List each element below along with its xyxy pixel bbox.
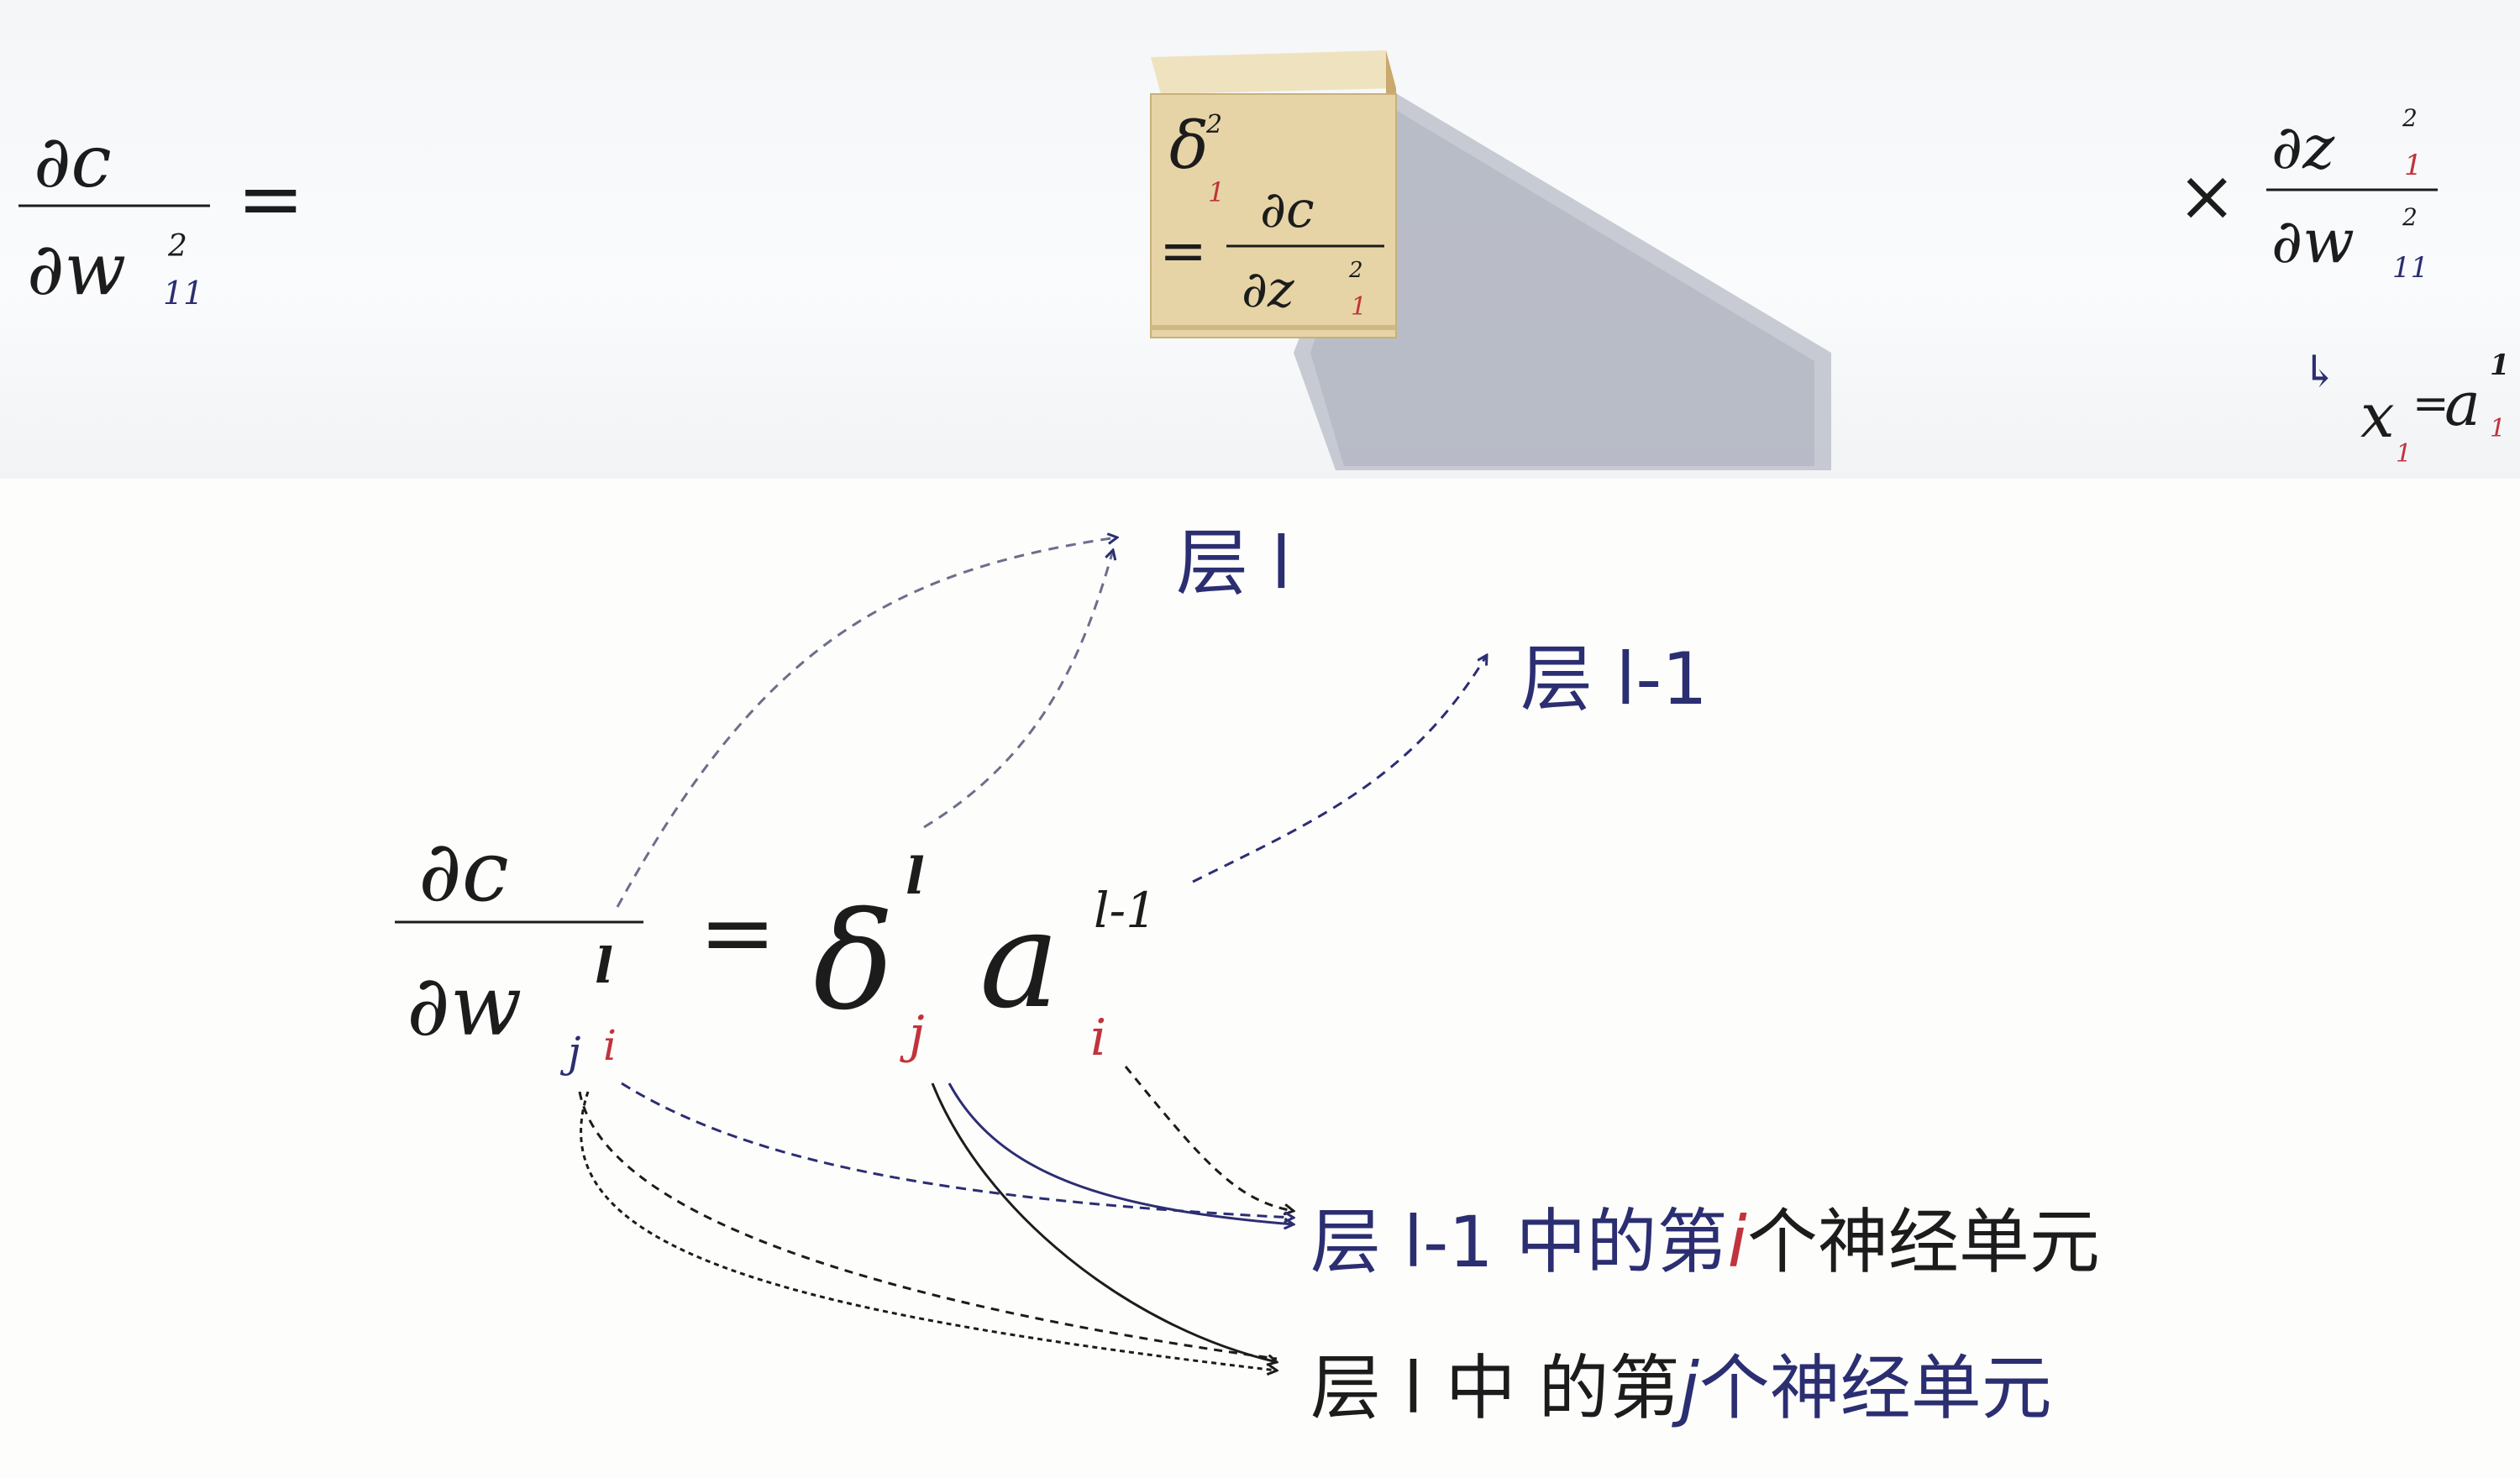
label-neuron-j-prefix: 层 l 中 的第 (1310, 1347, 1679, 1429)
top-right-num-subscript: 1 (2404, 149, 2423, 182)
main-lhs-w-subscript-j: j (559, 1028, 581, 1077)
cube-delta-subscript: 1 (1208, 176, 1225, 208)
arrow-w-j-to-neuron-i (578, 1091, 1278, 1360)
cube-numerator: ∂c (1260, 181, 1315, 239)
top-lhs-equals: = (237, 152, 304, 246)
cube-denominator: ∂z (1242, 260, 1294, 319)
cube-equation: δ 2 1 = ∂c ∂z 2 1 (1159, 108, 1384, 322)
arrow-delta-j-to-neuron-j (931, 1082, 1277, 1362)
top-lhs-w-subscript: 11 (163, 275, 203, 312)
main-a-subscript: i (1090, 1009, 1106, 1067)
arrow-a-to-layer-l-minus-1 (1192, 655, 1487, 883)
cube-delta-superscript: 2 (1205, 110, 1222, 139)
top-lhs-denominator: ∂w (27, 228, 126, 312)
note-a-superscript: 1 (2490, 349, 2510, 382)
note-x: x (2360, 380, 2395, 451)
wooden-cube (1150, 50, 1397, 338)
note-arrow: ↳ (2302, 347, 2339, 397)
label-neuron-i-index: i (1728, 1201, 1747, 1283)
main-a: a (979, 881, 1059, 1038)
input-note: ↳ x 1 = a 1 1 (2302, 347, 2510, 469)
top-right-fraction: × ∂z 2 1 ∂w 2 11 (2177, 104, 2438, 285)
label-layer-l-minus-1: 层 l-1 (1520, 637, 1708, 721)
cube-delta: δ (1169, 108, 1209, 184)
arrow-a-i-to-neuron-i (1124, 1066, 1294, 1211)
label-layer-l: 层 l (1176, 521, 1291, 605)
label-neuron-i-prefix: 层 l-1 中的第 (1310, 1201, 1728, 1283)
top-right-den-subscript: 11 (2392, 251, 2428, 285)
top-lhs-fraction: ∂c ∂w 2 11 = (18, 120, 304, 312)
note-a-subscript: 1 (2490, 414, 2506, 443)
main-delta-subscript: j (900, 1005, 925, 1064)
arrow-delta-j-to-neuron-i (948, 1082, 1294, 1224)
main-lhs-fraction: ∂c ∂w l j i (395, 822, 643, 1077)
label-neuron-i-suffix: 个神经单元 (1747, 1201, 2100, 1283)
top-right-num-superscript: 2 (2402, 104, 2418, 132)
top-right-den-superscript: 2 (2402, 203, 2418, 231)
main-lhs-w-subscript-i: i (603, 1021, 617, 1070)
label-neuron-j-suffix: 个神经单元 (1699, 1347, 2052, 1429)
note-equals: = (2412, 379, 2449, 429)
main-equals: = (699, 878, 776, 986)
main-a-superscript: l-1 (1094, 882, 1157, 939)
main-delta-superscript: l (906, 847, 925, 906)
note-a: a (2444, 369, 2481, 439)
arrow-delta-l-to-layer-l (923, 550, 1113, 829)
top-right-times: × (2177, 155, 2236, 237)
arrow-w-j-to-neuron-j (580, 1091, 1277, 1371)
note-x-subscript: 1 (2396, 439, 2412, 469)
cube-equals: = (1159, 218, 1207, 285)
main-lhs-numerator: ∂c (418, 822, 509, 920)
arrow-w-l-to-layer-l (616, 537, 1117, 908)
main-rhs: δ l j a l-1 i (813, 847, 1157, 1067)
cube-z-subscript: 1 (1351, 292, 1367, 322)
arrow-w-i-to-neuron-i (621, 1082, 1294, 1218)
top-right-numerator: ∂z (2271, 112, 2335, 182)
top-lhs-w-superscript: 2 (167, 229, 187, 264)
bottom-paper (0, 479, 2520, 1478)
main-lhs-denominator: ∂w (407, 957, 522, 1055)
cube-z-superscript: 2 (1348, 258, 1363, 283)
label-neuron-i: 层 l-1 中的第i个神经单元 (1310, 1201, 2100, 1283)
top-right-denominator: ∂w (2271, 206, 2355, 276)
label-neuron-j: 层 l 中 的第j个神经单元 (1310, 1347, 2052, 1429)
main-delta: δ (813, 883, 894, 1040)
top-lhs-numerator: ∂c (34, 120, 112, 204)
main-lhs-w-superscript: l (595, 937, 613, 994)
cube-shadow-core (1310, 109, 1814, 466)
